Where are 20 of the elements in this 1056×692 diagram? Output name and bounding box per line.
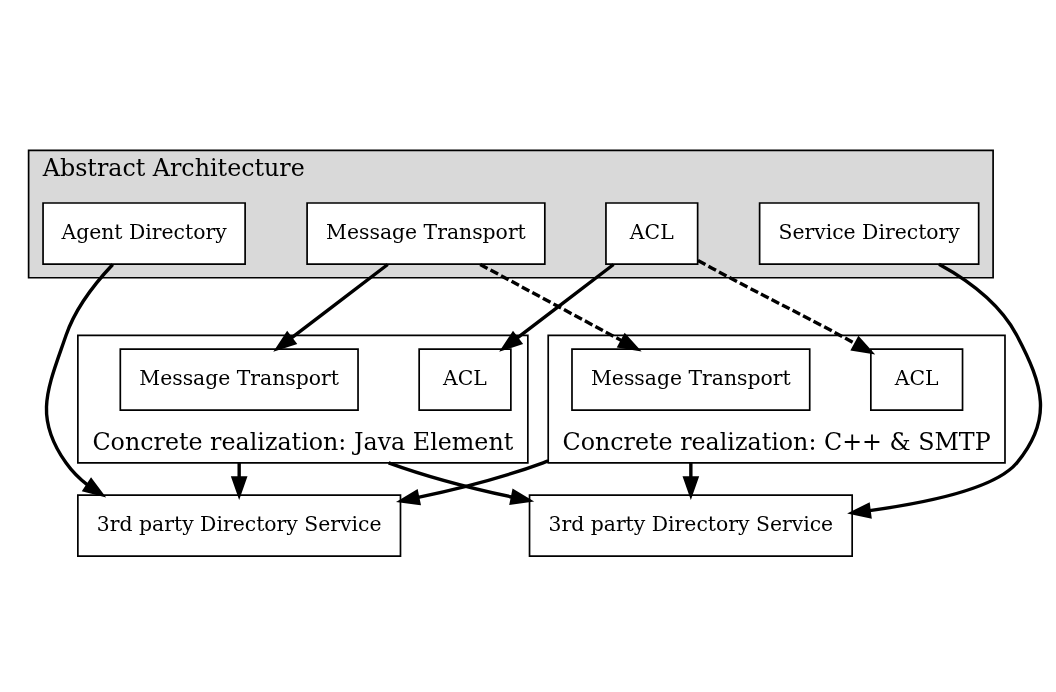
arrow [388,460,535,505]
node-box: ACL [870,347,964,411]
arrow [499,262,615,352]
arrow [44,262,114,498]
arrow [273,262,389,352]
arrow [396,458,549,505]
node-box: Message Transport [306,201,546,265]
arrow [479,262,642,351]
node-box: Service Directory [758,201,980,265]
arrow [230,462,248,500]
node-box: Agent Directory [42,201,246,265]
arrow [697,258,876,355]
node-box: ACL [418,347,512,411]
arrow [682,462,700,500]
node-box: 3rd party Directory Service [77,493,402,557]
node-box: Message Transport [119,347,359,411]
node-box: ACL [605,201,699,265]
node-box: 3rd party Directory Service [528,493,853,557]
arrow [847,262,1043,519]
node-box: Message Transport [571,347,811,411]
